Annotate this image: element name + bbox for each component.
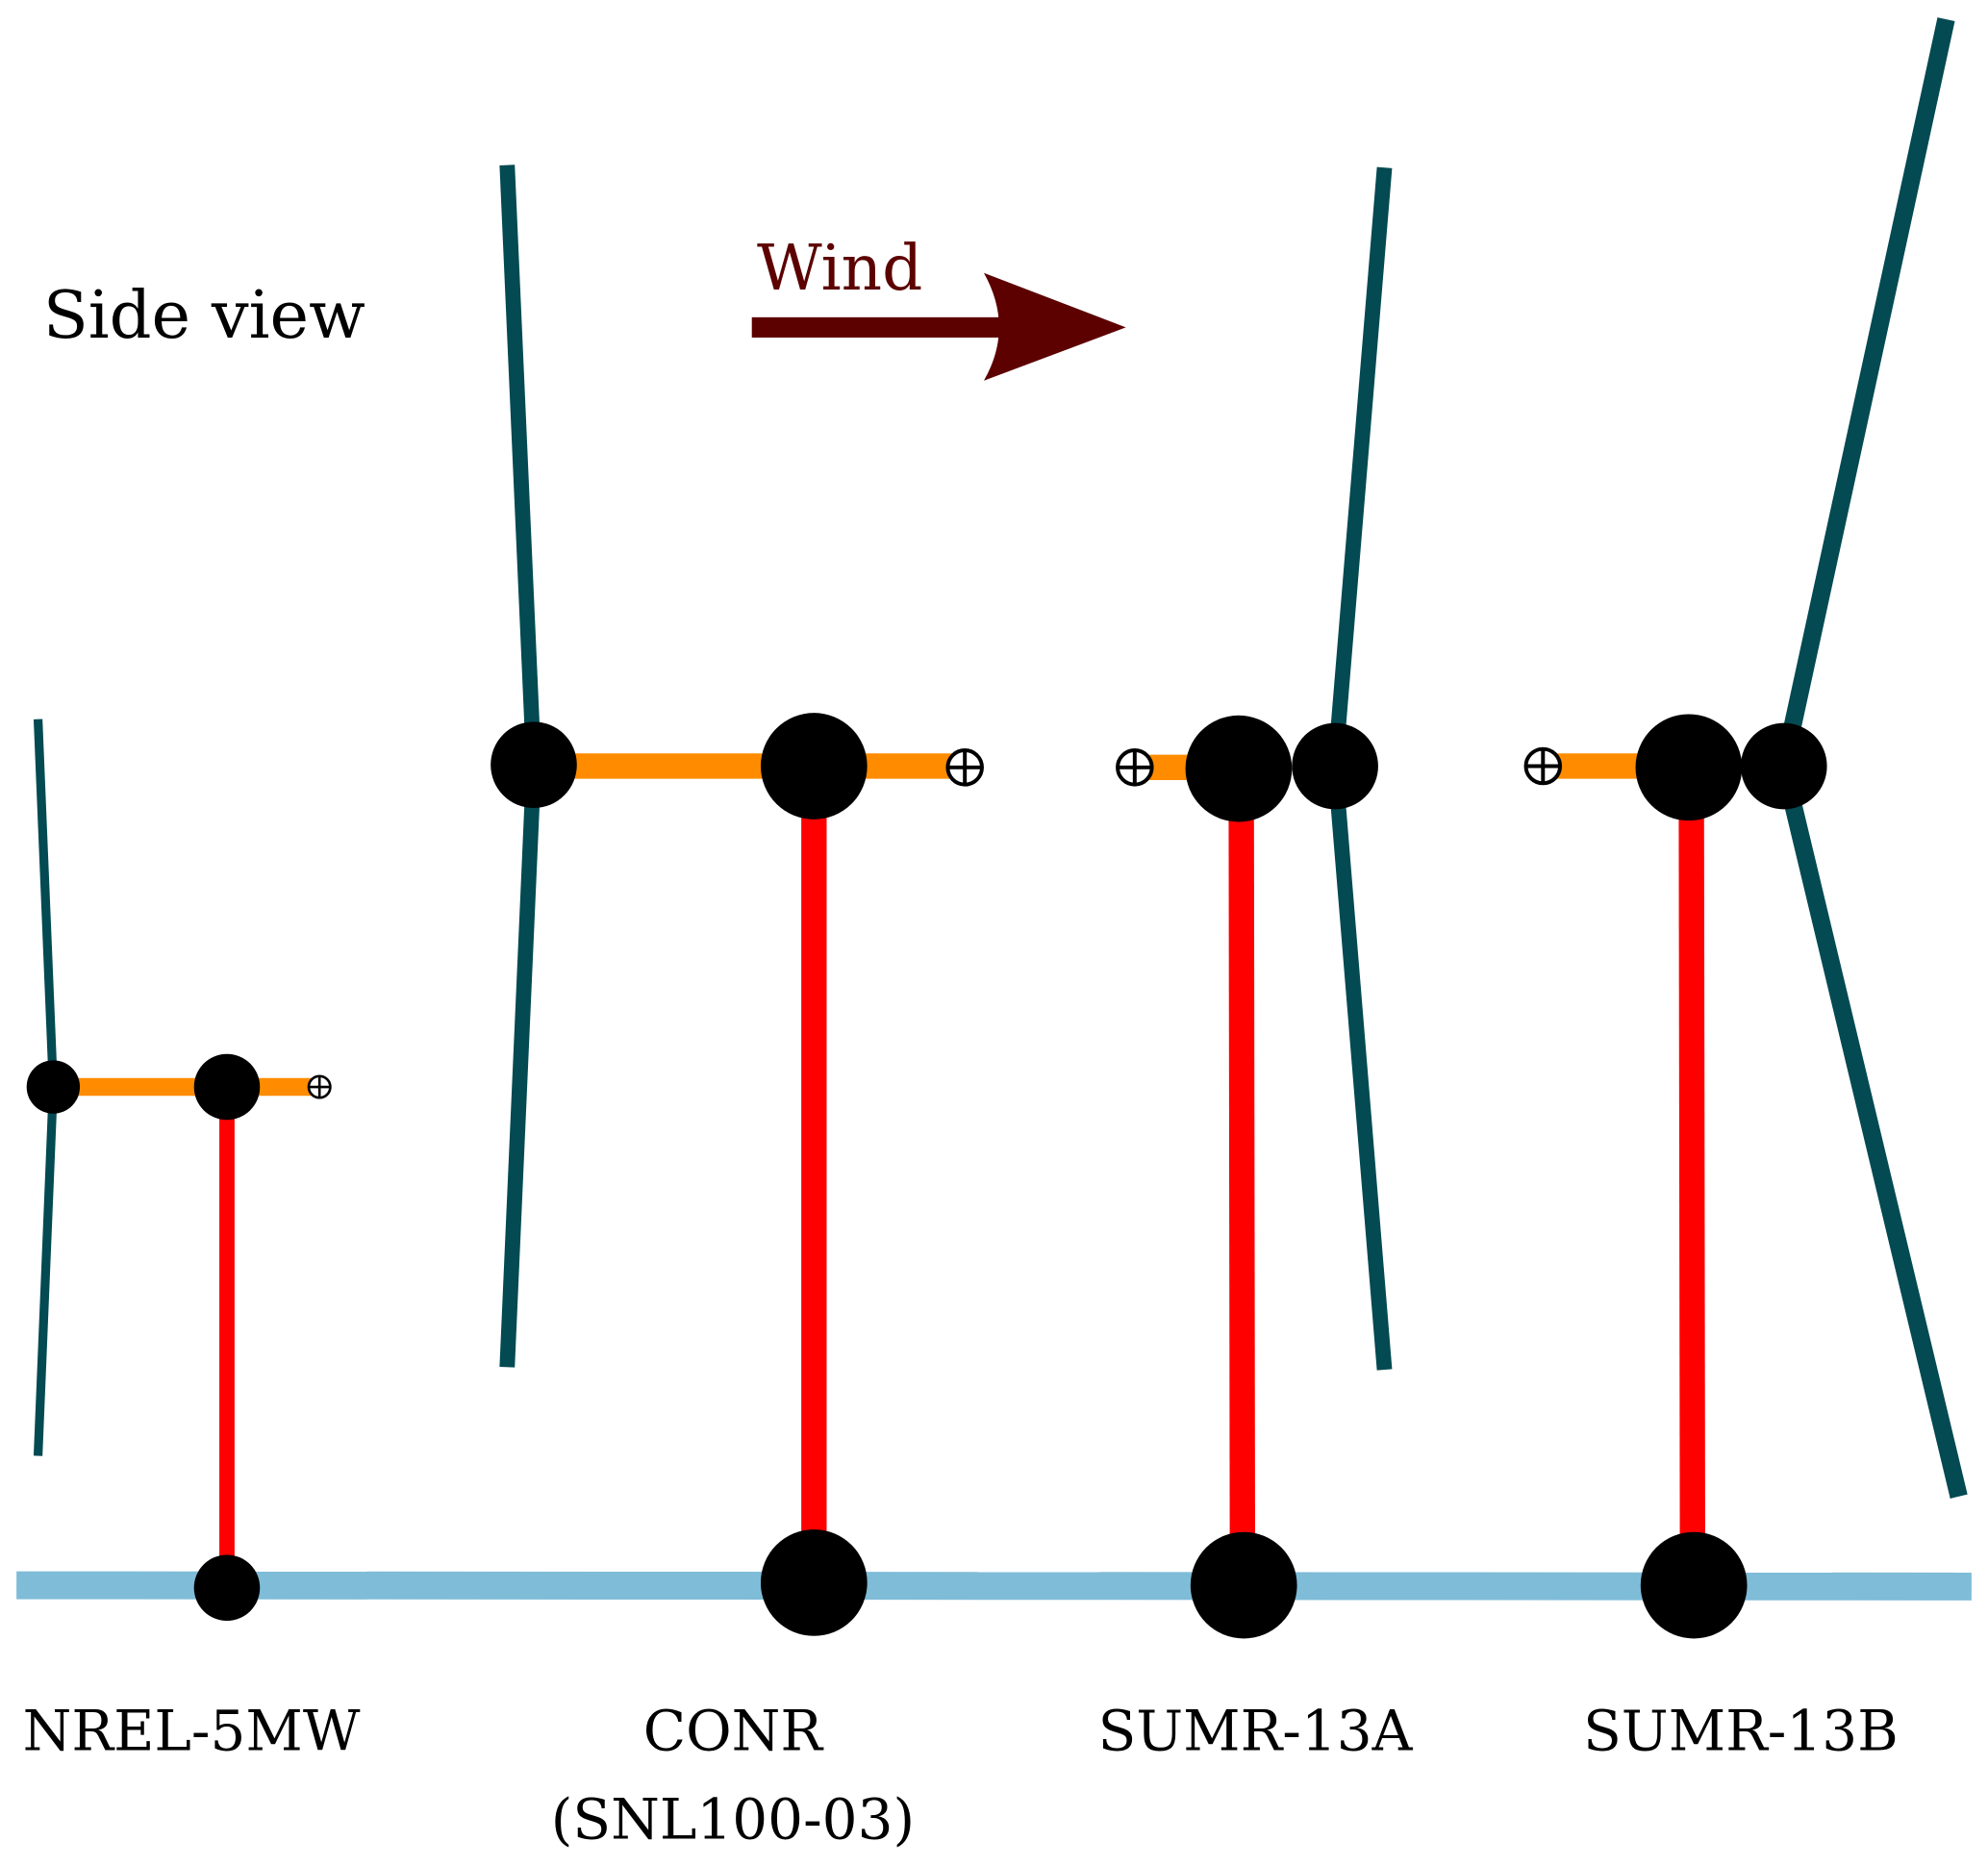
diagram-title: Side view	[43, 277, 365, 354]
base-node	[193, 1554, 261, 1621]
turbine-label: CONR	[643, 1698, 825, 1763]
tower	[1228, 769, 1256, 1586]
center-of-mass-icon	[1116, 748, 1154, 787]
nacelle-node	[193, 1053, 261, 1121]
tower	[1678, 767, 1706, 1586]
hub-node	[26, 1060, 81, 1114]
hub-node	[491, 721, 577, 808]
turbine-nrel-5mw	[26, 719, 332, 1621]
turbine-sublabel: (SNL100-03)	[551, 1787, 915, 1853]
turbine-label: SUMR-13B	[1583, 1698, 1899, 1763]
base-node	[1640, 1531, 1748, 1639]
center-of-mass-icon	[945, 748, 984, 787]
turbine-sumr-13a	[1116, 166, 1393, 1639]
nacelle-node	[1185, 715, 1293, 822]
wind-arrow-icon	[751, 272, 1126, 381]
wind-label: Wind	[757, 231, 922, 305]
turbine-sumr-13b	[1523, 17, 1968, 1639]
center-of-mass-icon	[1523, 746, 1563, 786]
base-node	[760, 1529, 868, 1636]
turbine-label: SUMR-13A	[1098, 1698, 1414, 1763]
hub-node	[1292, 722, 1378, 810]
nacelle-node	[1635, 714, 1743, 821]
center-of-mass-icon	[307, 1074, 332, 1099]
base-node	[1190, 1531, 1297, 1639]
turbine-label: NREL-5MW	[23, 1698, 361, 1763]
turbine-conr	[491, 164, 984, 1636]
hub-node	[1740, 722, 1827, 810]
nacelle-node	[760, 713, 868, 820]
